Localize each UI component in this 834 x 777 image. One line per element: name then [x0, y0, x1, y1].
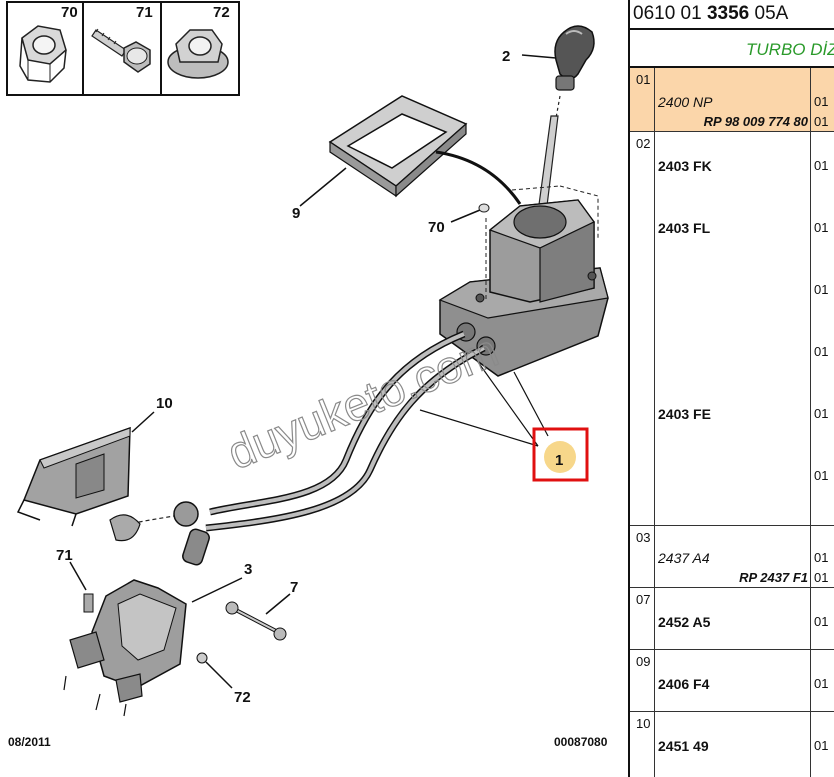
rp-number: RP 98 009 774 80 [703, 114, 808, 129]
parts-row-02[interactable]: 02 2403 FK 01 2403 FL 01 01 01 2403 FE 0… [630, 132, 834, 526]
hardware-box-71: 71 [82, 1, 162, 96]
part-qty: 01 [814, 738, 829, 753]
part-qty: 01 [814, 158, 829, 173]
hardware-box-70: 70 [6, 1, 84, 96]
nut-icon [19, 25, 67, 83]
part-number: 2403 FK [658, 158, 712, 174]
row-index: 02 [636, 136, 651, 151]
rp-number: RP 2437 F1 [739, 570, 808, 585]
parts-row-10[interactable]: 10 2451 49 01 [630, 712, 834, 777]
gaiter-frame: 9 [292, 95, 522, 222]
flange-nut-icon [167, 29, 229, 79]
gear-selector-housing [438, 185, 609, 377]
gearbox-mount: 71 3 72 [56, 547, 252, 717]
row-index: 09 [636, 654, 651, 669]
hardware-num-70: 70 [61, 4, 78, 21]
parts-row-09[interactable]: 09 2406 F4 01 [630, 650, 834, 712]
diagram-canvas: 70 71 72 2 [6, 1, 609, 749]
parts-row-03[interactable]: 03 2437 A4 01 RP 2437 F1 01 [630, 526, 834, 588]
callout-7: 7 [290, 579, 298, 596]
row-index: 10 [636, 716, 651, 731]
callout-70: 70 [428, 219, 445, 236]
part-qty: 01 [814, 468, 829, 483]
parts-reference-panel: 0610 01 3356 05A TURBO DİZ 01 2400 NP 01… [628, 0, 834, 777]
model-name: TURBO DİZ [746, 40, 834, 59]
footer-date: 08/2011 [8, 735, 51, 749]
model-row: TURBO DİZ [630, 28, 834, 68]
bolt-icon [91, 28, 151, 73]
ref-bold: 3356 [706, 3, 750, 24]
parts-row-01[interactable]: 01 2400 NP 01 RP 98 009 774 80 01 [630, 68, 834, 132]
gear-knob: 2 [502, 25, 595, 91]
highlight-box [532, 427, 589, 482]
part-number: 2406 F4 [658, 676, 710, 692]
exploded-parts-diagram: 70 71 72 2 [6, 1, 609, 749]
part-number: 2403 FL [658, 220, 711, 236]
ref-prefix: 0610 01 [633, 3, 707, 24]
part-number: 2403 FE [658, 406, 711, 422]
cable-bracket: 10 [16, 395, 173, 527]
part-qty: 01 [814, 550, 829, 565]
callout-72: 72 [234, 689, 251, 706]
gear-cables [109, 330, 486, 566]
callout-3: 3 [244, 561, 252, 578]
callout-1: 1 [555, 452, 563, 469]
part-qty: 01 [814, 282, 829, 297]
row-index: 01 [636, 72, 651, 87]
part-number: 2452 A5 [658, 614, 711, 630]
part-qty: 01 [814, 220, 829, 235]
parts-row-07[interactable]: 07 2452 A5 01 [630, 588, 834, 650]
link-rod: 7 [225, 579, 298, 641]
reference-header: 0610 01 3356 05A [630, 0, 834, 28]
callout-70-group: 70 [428, 203, 490, 236]
callout-1-group: 1 [419, 361, 589, 482]
hardware-num-72: 72 [213, 4, 230, 21]
ref-suffix: 05A [749, 3, 789, 24]
part-number: 2400 NP [658, 94, 713, 110]
footer-code: 00087080 [554, 735, 608, 749]
hardware-box-72: 72 [160, 1, 240, 96]
part-qty: 01 [814, 406, 829, 421]
part-qty: 01 [814, 676, 829, 691]
row-index: 03 [636, 530, 651, 545]
shift-lever-rod [537, 95, 561, 215]
rp-qty: 01 [814, 114, 829, 129]
row-index: 07 [636, 592, 651, 607]
part-number: 2437 A4 [658, 550, 710, 566]
callout-10: 10 [156, 395, 173, 412]
rp-qty: 01 [814, 570, 829, 585]
hardware-num-71: 71 [136, 4, 153, 21]
part-qty: 01 [814, 94, 829, 109]
callout-71: 71 [56, 547, 73, 564]
part-qty: 01 [814, 614, 829, 629]
part-qty: 01 [814, 344, 829, 359]
callout-9: 9 [292, 205, 300, 222]
part-number: 2451 49 [658, 738, 709, 754]
callout-2: 2 [502, 48, 510, 65]
watermark: duyuketo.com [220, 324, 505, 479]
